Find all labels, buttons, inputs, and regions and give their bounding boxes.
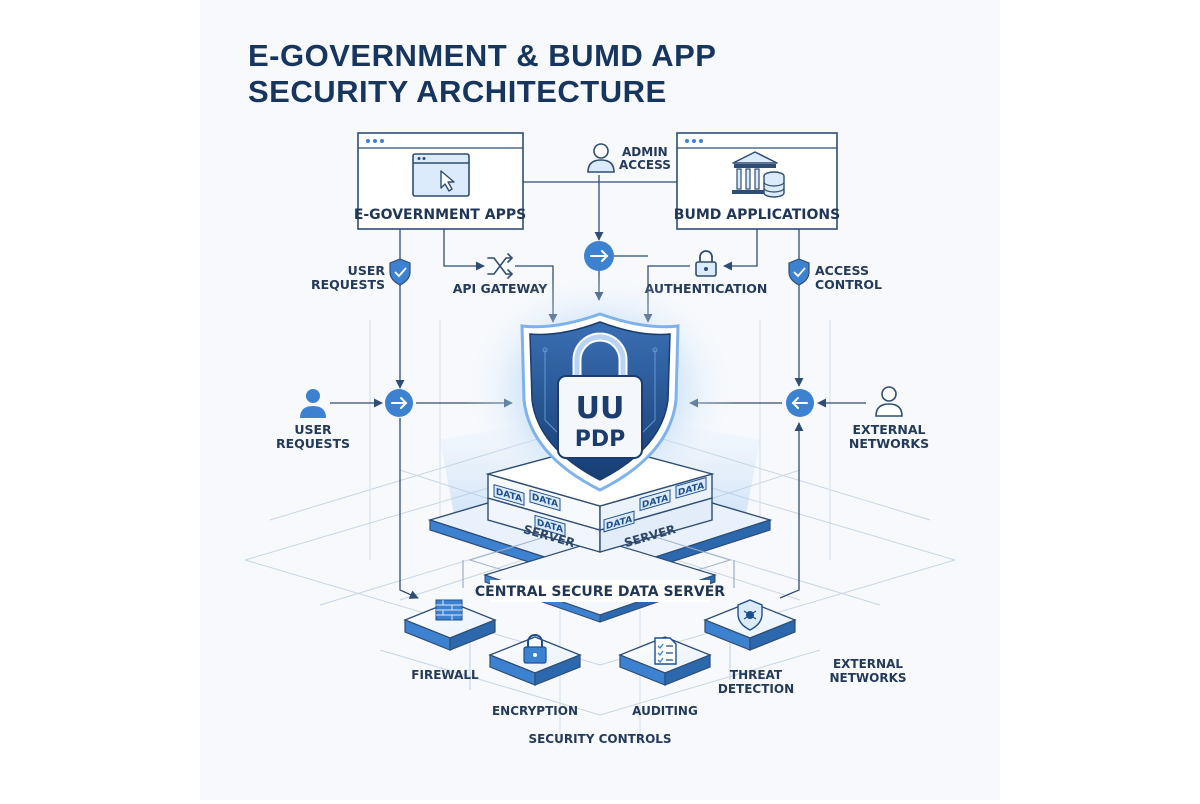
- security-controls-label: SECURITY CONTROLS: [528, 732, 671, 746]
- shield-check-icon: [788, 258, 810, 286]
- lock-icon: [695, 250, 717, 277]
- external-networks-right-line-1: EXTERNAL: [853, 422, 926, 437]
- firewall-tile[interactable]: [403, 599, 497, 651]
- circuit-lines: [542, 347, 658, 436]
- firewall-label: FIREWALL: [411, 668, 479, 682]
- shield-check-icon: [389, 258, 411, 286]
- auditing-label: AUDITING: [632, 704, 698, 718]
- bumd-applications-box[interactable]: BUMD APPLICATIONS: [674, 132, 840, 230]
- external-networks-right-line-2: NETWORKS: [849, 436, 929, 451]
- egov-apps-box[interactable]: E-GOVERNMENT APPS: [354, 132, 526, 230]
- admin-access: ADMIN ACCESS: [587, 143, 671, 173]
- person-icon: [300, 389, 326, 418]
- firewall-brick-icon: [435, 599, 463, 621]
- arrow-right-icon: [391, 397, 408, 409]
- threat-label-line-2: DETECTION: [718, 682, 794, 696]
- bank-database-icon: [732, 151, 785, 198]
- right-arrow-node[interactable]: [786, 389, 814, 417]
- person-icon: [587, 143, 615, 173]
- shield-text-line-2: PDP: [575, 427, 626, 452]
- egov-apps-label: E-GOVERNMENT APPS: [354, 207, 526, 223]
- auditing-tile[interactable]: [618, 636, 712, 686]
- access-control-line-2: CONTROL: [815, 277, 882, 292]
- arrow-left-icon: [791, 397, 808, 409]
- threat-detection-tile[interactable]: [703, 599, 797, 651]
- lock-icon: [523, 634, 547, 664]
- threat-label-line-1: THREAT: [730, 668, 783, 682]
- external-networks-bottom-line-2: NETWORKS: [829, 671, 906, 685]
- connectors: [330, 175, 866, 690]
- browser-cursor-icon: [412, 153, 470, 197]
- guide-lines: [369, 320, 831, 745]
- user-requests-left-line-1: USER: [294, 422, 332, 437]
- encryption-tile[interactable]: [488, 634, 582, 686]
- shield-bug-icon: [737, 599, 763, 631]
- title-line-2: SECURITY ARCHITECTURE: [248, 74, 667, 109]
- uu-pdp-shield[interactable]: UU PDP: [520, 312, 680, 492]
- access-control-line-1: ACCESS: [815, 263, 869, 278]
- admin-label-line-2: ACCESS: [619, 158, 671, 172]
- left-arrow-node[interactable]: [385, 389, 413, 417]
- external-networks-bottom-line-1: EXTERNAL: [833, 657, 903, 671]
- title-line-1: E-GOVERNMENT & BUMD APP: [248, 38, 716, 73]
- arrow-right-icon: [590, 250, 609, 262]
- shuffle-icon: [487, 253, 514, 279]
- central-label-bg: [490, 580, 710, 602]
- shield-text-line-1: UU: [576, 391, 625, 426]
- user-requests-left-line-2: REQUESTS: [276, 436, 350, 451]
- lock-icon: [557, 332, 643, 459]
- bumd-applications-label: BUMD APPLICATIONS: [674, 207, 840, 223]
- admin-label-line-1: ADMIN: [622, 145, 668, 159]
- encryption-label: ENCRYPTION: [492, 704, 578, 718]
- central-server-label: CENTRAL SECURE DATA SERVER: [475, 584, 725, 600]
- user-requests-top-line-1: USER: [348, 263, 386, 278]
- gateway-arrow-node[interactable]: [584, 241, 614, 271]
- checklist-icon: [654, 637, 677, 665]
- person-icon: [875, 386, 903, 417]
- user-requests-top-line-2: REQUESTS: [311, 277, 385, 292]
